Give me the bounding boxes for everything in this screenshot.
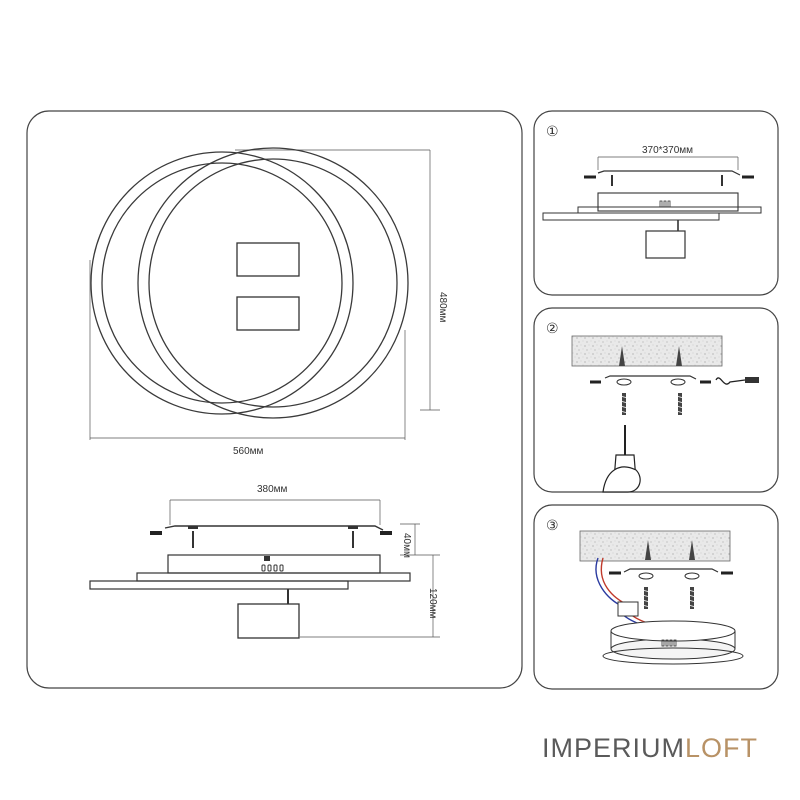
main-panel: 560мм 480мм 380мм 40мм — [26, 110, 523, 689]
ceiling-slab-3 — [579, 530, 731, 562]
canopy-3d — [602, 620, 744, 665]
wire-connector — [715, 377, 759, 385]
driver-box-top — [236, 242, 300, 277]
step3-panel: ③ — [533, 504, 779, 690]
side-view: 380мм 40мм 120мм — [89, 484, 440, 639]
driver-box-bottom — [236, 296, 300, 331]
total-height-label: 120мм — [427, 588, 438, 619]
terminal-block — [617, 601, 639, 617]
height-dimension-label: 480мм — [437, 292, 448, 323]
plate-height-label: 40мм — [401, 533, 412, 558]
step1-number: ① — [546, 123, 559, 139]
brand-part2: LOFT — [685, 733, 759, 763]
ring-left — [90, 151, 354, 415]
wall-anchors — [619, 346, 682, 366]
step2-panel: ② — [533, 307, 779, 493]
ring-right — [137, 147, 409, 419]
brand-part1: IMPERIUM — [542, 733, 685, 763]
step1-panel: ① 370*370мм — [533, 110, 779, 296]
brand-logo: IMPERIUMLOFT — [542, 733, 758, 764]
width-dimension-label: 560мм — [233, 446, 264, 457]
screwdriver-icon — [602, 425, 641, 493]
top-view-dimensions — [89, 149, 440, 440]
step3-number: ③ — [546, 517, 559, 533]
side-width-label: 380мм — [257, 484, 288, 495]
step2-number: ② — [546, 320, 559, 336]
ceiling-slab — [571, 335, 723, 367]
step1-mount-label: 370*370мм — [642, 145, 693, 156]
